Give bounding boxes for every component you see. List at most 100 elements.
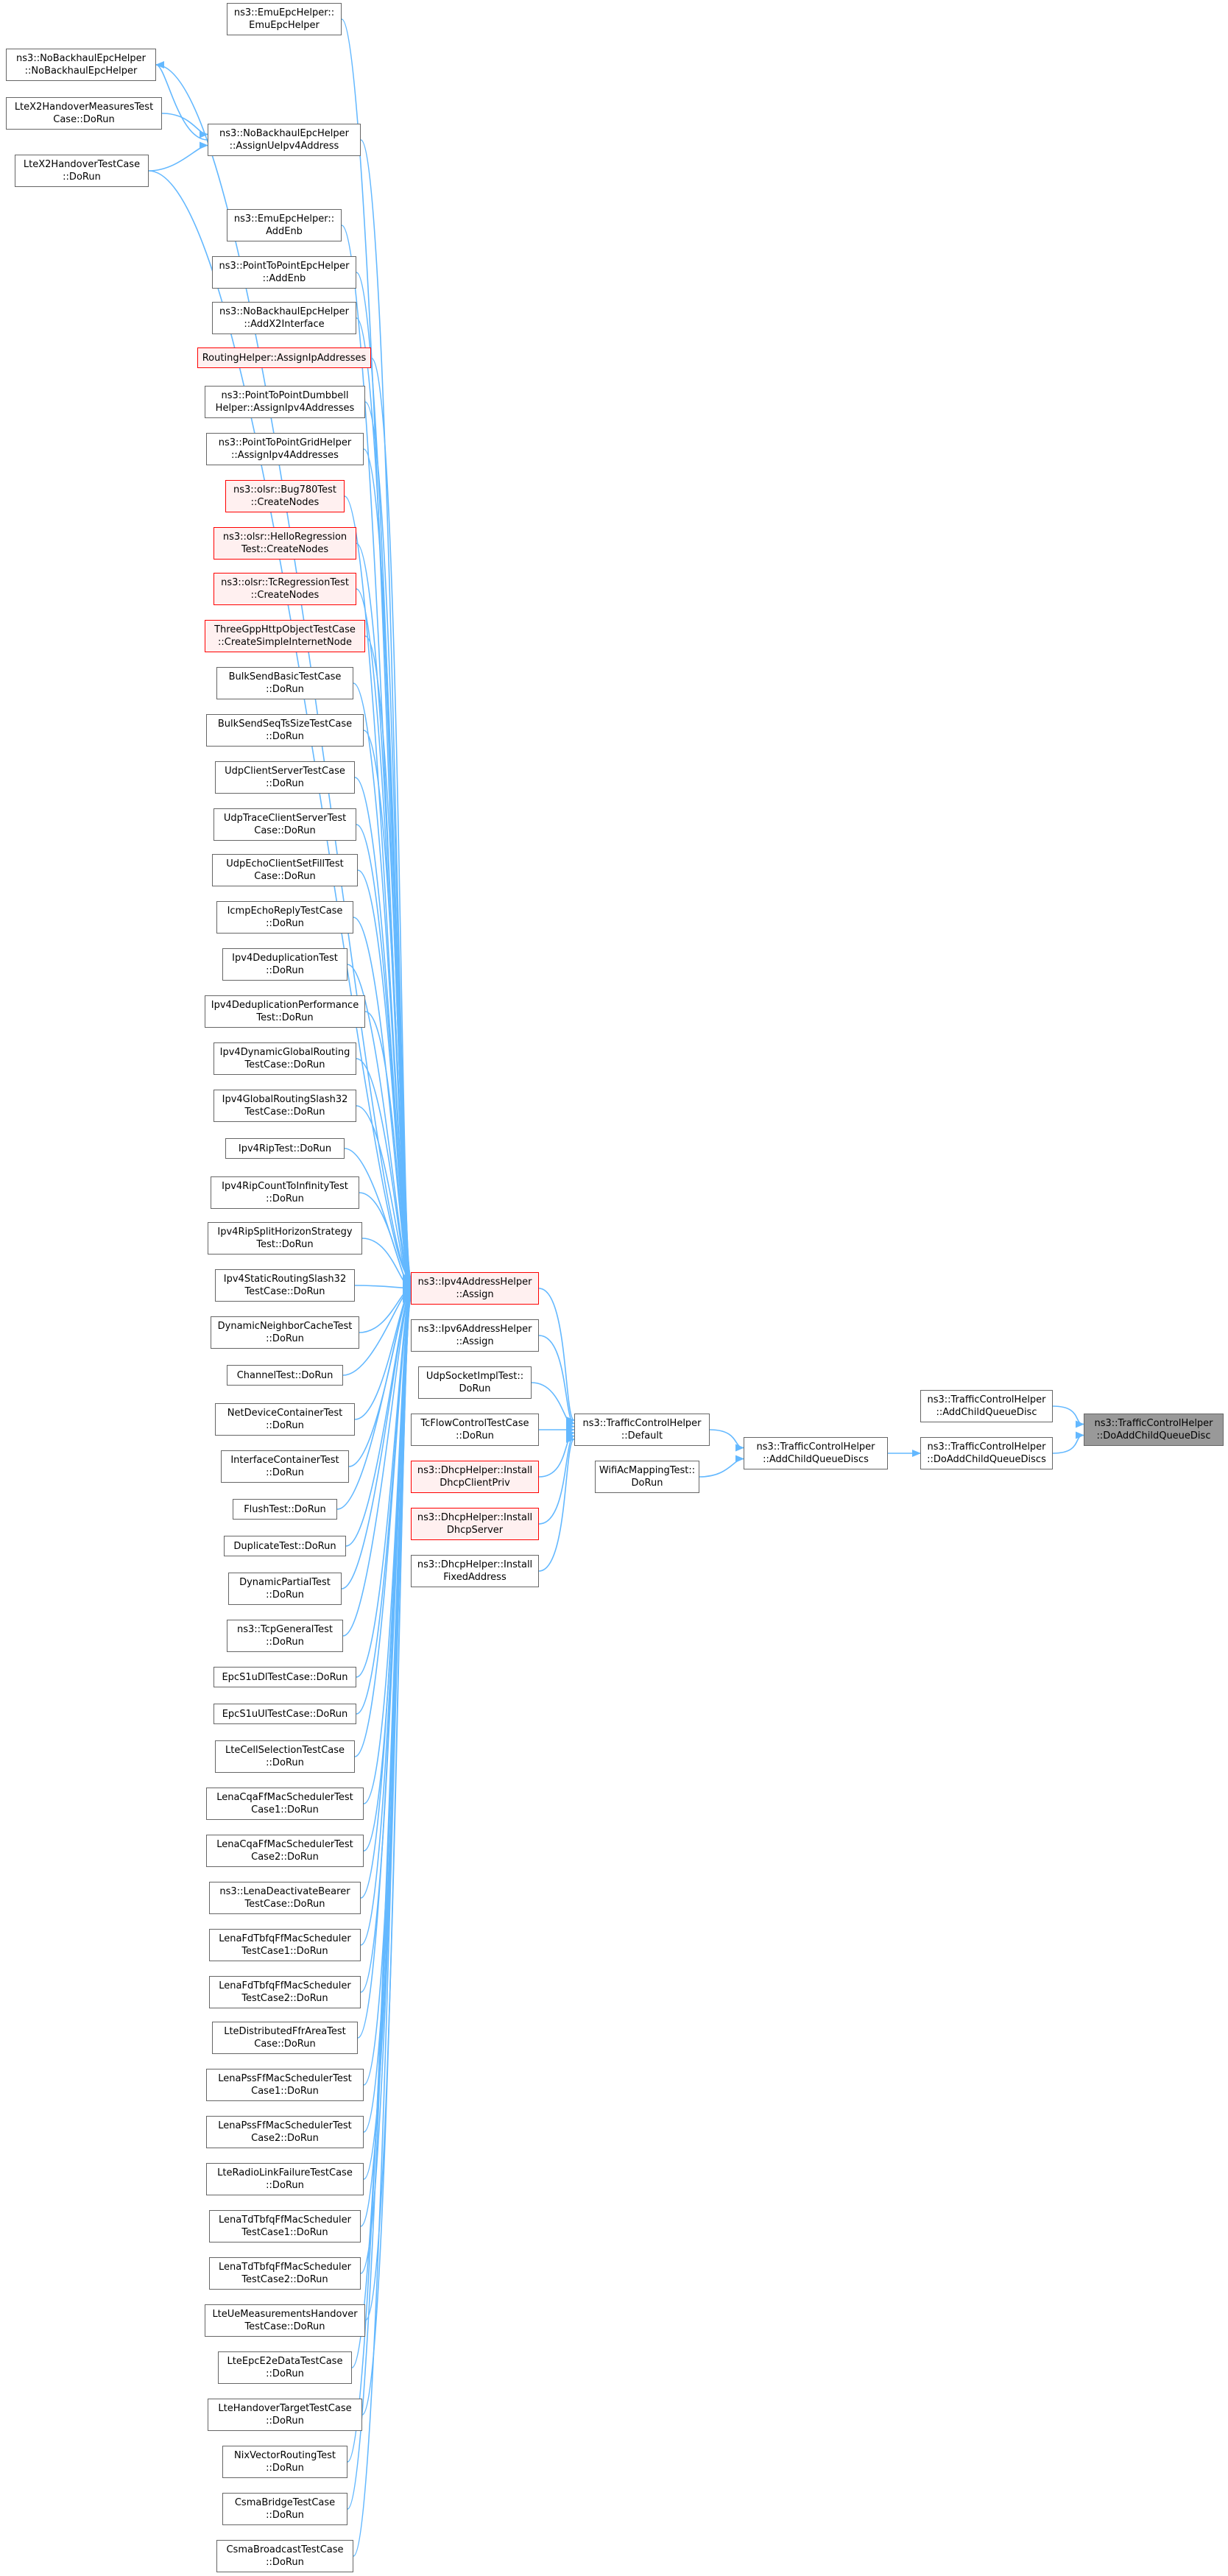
graph-node[interactable]: NetDeviceContainerTest::DoRun — [215, 1403, 355, 1436]
graph-node[interactable]: ns3::olsr::Bug780Test::CreateNodes — [225, 480, 345, 512]
graph-node[interactable]: EpcS1uDlTestCase::DoRun — [214, 1667, 356, 1687]
graph-node[interactable]: BulkSendSeqTsSizeTestCase::DoRun — [206, 714, 364, 747]
node-label-line: ::Default — [621, 1430, 663, 1441]
graph-node[interactable]: CsmaBridgeTestCase::DoRun — [222, 2493, 347, 2525]
node-label-line: LenaPssFfMacSchedulerTest — [218, 2073, 352, 2084]
node-label-line: LteCellSelectionTestCase — [225, 1745, 345, 1756]
node-label-line: ns3::PointToPointEpcHelper — [219, 261, 350, 272]
graph-node[interactable]: ns3::EmuEpcHelper::AddEnb — [227, 209, 342, 241]
node-label-line: UdpEchoClientSetFillTest — [226, 858, 344, 869]
graph-node[interactable]: Ipv4DeduplicationTest::DoRun — [222, 948, 347, 981]
node-label-line: ::DoRun — [266, 1193, 304, 1204]
node-label-line: ::DoRun — [266, 2368, 304, 2379]
graph-node[interactable]: ns3::TcpGeneralTest::DoRun — [227, 1620, 343, 1652]
graph-node[interactable]: UdpSocketImplTest::DoRun — [418, 1366, 532, 1399]
node-label-line: ns3::DhcpHelper::Install — [417, 1512, 533, 1523]
graph-node[interactable]: ns3::TrafficControlHelper::AddChildQueue… — [744, 1437, 888, 1469]
node-label-line: ns3::EmuEpcHelper:: — [233, 214, 335, 225]
call-edge — [709, 1429, 744, 1452]
node-label-line: LteEpcE2eDataTestCase — [227, 2356, 343, 2367]
node-label-line: ns3::DhcpHelper::Install — [417, 1465, 533, 1476]
graph-node[interactable]: NixVectorRoutingTest::DoRun — [222, 2446, 347, 2478]
graph-node[interactable]: ns3::NoBackhaulEpcHelper::AssignUeIpv4Ad… — [208, 124, 361, 156]
node-label-line: ::AddChildQueueDisc — [936, 1407, 1037, 1418]
graph-node[interactable]: DuplicateTest::DoRun — [224, 1536, 346, 1556]
graph-node[interactable]: ns3::PointToPointEpcHelper::AddEnb — [212, 256, 356, 289]
graph-node[interactable]: CsmaBroadcastTestCase::DoRun — [216, 2540, 353, 2572]
graph-node[interactable]: UdpClientServerTestCase::DoRun — [215, 761, 355, 794]
node-label-line: Case::DoRun — [254, 871, 316, 882]
graph-node[interactable]: ThreeGppHttpObjectTestCase::CreateSimple… — [205, 620, 365, 652]
node-label-line: ns3::TcpGeneralTest — [236, 1624, 333, 1635]
graph-node[interactable]: ns3::olsr::TcRegressionTest::CreateNodes — [214, 573, 356, 605]
node-label-line: FixedAddress — [443, 1572, 507, 1583]
graph-node[interactable]: Ipv4RipTest::DoRun — [225, 1138, 345, 1159]
node-label-line: Ipv4RipCountToInfinityTest — [222, 1181, 348, 1192]
call-edge — [155, 61, 208, 141]
graph-node[interactable]: TcFlowControlTestCase::DoRun — [411, 1414, 539, 1446]
graph-node[interactable]: ns3::TrafficControlHelper::AddChildQueue… — [920, 1390, 1053, 1422]
graph-root-node[interactable]: ns3::TrafficControlHelper::DoAddChildQue… — [1084, 1414, 1224, 1446]
graph-node[interactable]: LteX2HandoverTestCase::DoRun — [15, 155, 149, 187]
graph-node[interactable]: RoutingHelper::AssignIpAddresses — [197, 347, 371, 368]
call-edge — [148, 141, 208, 172]
graph-node[interactable]: LteHandoverTargetTestCase::DoRun — [208, 2399, 362, 2431]
node-label-line: Case::DoRun — [254, 825, 316, 836]
graph-node[interactable]: InterfaceContainerTest::DoRun — [221, 1450, 349, 1483]
graph-node[interactable]: FlushTest::DoRun — [233, 1499, 337, 1520]
graph-node[interactable]: BulkSendBasicTestCase::DoRun — [216, 667, 353, 699]
graph-node[interactable]: ns3::TrafficControlHelper::DoAddChildQue… — [920, 1437, 1053, 1469]
graph-node[interactable]: LteEpcE2eDataTestCase::DoRun — [218, 2351, 352, 2384]
graph-node[interactable]: DynamicNeighborCacheTest::DoRun — [211, 1316, 359, 1349]
graph-node[interactable]: IcmpEchoReplyTestCase::DoRun — [216, 901, 353, 934]
node-label-line: LenaCqaFfMacSchedulerTest — [216, 1839, 353, 1850]
node-label-line: Case::DoRun — [254, 2039, 316, 2050]
graph-node[interactable]: ns3::Ipv4AddressHelper::Assign — [411, 1272, 539, 1305]
graph-node[interactable]: ns3::NoBackhaulEpcHelper::NoBackhaulEpcH… — [6, 49, 156, 81]
graph-node[interactable]: ChannelTest::DoRun — [227, 1365, 343, 1386]
call-edge — [538, 1436, 575, 1572]
node-label-line: ::DoRun — [266, 2416, 304, 2427]
node-label-line: LteRadioLinkFailureTestCase — [217, 2167, 353, 2178]
graph-node[interactable]: WifiAcMappingTest::DoRun — [595, 1461, 699, 1493]
graph-node[interactable]: ns3::Ipv6AddressHelper::Assign — [411, 1319, 539, 1352]
node-label-line: CsmaBroadcastTestCase — [226, 2544, 344, 2555]
graph-node[interactable]: ns3::TrafficControlHelper::Default — [574, 1414, 710, 1446]
graph-node[interactable]: EpcS1uUlTestCase::DoRun — [214, 1704, 356, 1724]
graph-node[interactable]: Ipv4RipCountToInfinityTest::DoRun — [211, 1176, 359, 1209]
graph-node[interactable]: ns3::EmuEpcHelper::EmuEpcHelper — [227, 3, 342, 35]
graph-node[interactable]: DynamicPartialTest::DoRun — [228, 1573, 342, 1605]
graph-node[interactable]: ns3::PointToPointGridHelper::AssignIpv4A… — [206, 433, 364, 465]
node-label-line: ns3::TrafficControlHelper — [1094, 1418, 1213, 1429]
node-label-line: ChannelTest::DoRun — [236, 1369, 334, 1381]
graph-node[interactable]: LteRadioLinkFailureTestCase::DoRun — [206, 2163, 364, 2195]
graph-node[interactable]: ns3::NoBackhaulEpcHelper::AddX2Interface — [212, 302, 356, 334]
graph-node[interactable]: LteCellSelectionTestCase::DoRun — [215, 1740, 355, 1773]
node-label-line: TestCase2::DoRun — [241, 1993, 328, 2004]
node-label-line: DynamicPartialTest — [239, 1577, 331, 1588]
